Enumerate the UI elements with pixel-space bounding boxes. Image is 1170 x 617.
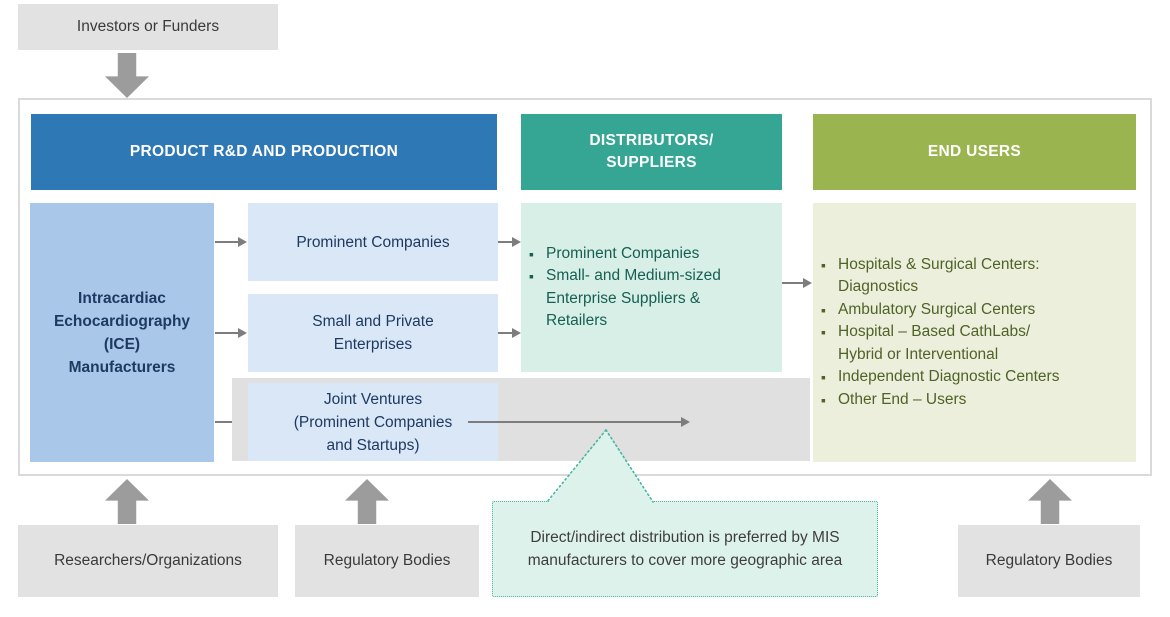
callout-box: Direct/indirect distribution is preferre…	[492, 501, 878, 597]
arrow-prominent-to-distributors-icon	[498, 236, 521, 248]
end-users-item: Independent Diagnostic Centers	[813, 366, 1136, 389]
joint-ventures-label: Joint Ventures (Prominent Companies and …	[293, 390, 453, 454]
researchers-organizations-box: Researchers/Organizations	[18, 525, 278, 597]
end-users-item: Hospital – Based CathLabs/ Hybrid or Int…	[813, 321, 1136, 366]
researchers-organizations-label: Researchers/Organizations	[54, 552, 242, 569]
prominent-companies-label: Prominent Companies	[296, 233, 450, 251]
header-distributors-label: DISTRIBUTORS/ SUPPLIERS	[589, 132, 714, 171]
distributors-item: Prominent Companies	[521, 243, 782, 266]
distributors-panel: Prominent Companies Small- and Medium-si…	[521, 203, 782, 372]
prominent-companies-box: Prominent Companies	[248, 203, 498, 281]
header-production-label: PRODUCT R&D AND PRODUCTION	[129, 143, 399, 160]
investors-box: Investors or Funders	[18, 4, 278, 50]
callout-text: Direct/indirect distribution is preferre…	[527, 529, 843, 569]
arrow-small-private-to-distributors-icon	[498, 327, 521, 339]
regulatory-bodies-left-label: Regulatory Bodies	[323, 552, 451, 569]
callout-pointer-icon	[546, 429, 654, 505]
regulatory-bodies-right-box: Regulatory Bodies	[958, 525, 1140, 597]
end-users-item: Hospitals & Surgical Centers: Diagnostic…	[813, 254, 1136, 299]
header-end-users-label: END USERS	[927, 143, 1022, 160]
end-users-item: Other End – Users	[813, 389, 1136, 412]
arrow-manufacturers-to-prominent-icon	[215, 236, 247, 248]
distributors-list: Prominent Companies Small- and Medium-si…	[521, 243, 782, 333]
arrow-up-regulatory-left-icon	[345, 479, 389, 524]
header-end-users: END USERS	[813, 114, 1136, 190]
arrow-joint-ventures-long-icon	[468, 416, 690, 428]
arrow-up-regulatory-right-icon	[1028, 479, 1072, 524]
manufacturers-box: Intracardiac Echocardiography (ICE) Manu…	[30, 203, 214, 462]
regulatory-bodies-left-box: Regulatory Bodies	[295, 525, 479, 597]
arrow-distributors-to-end-users-icon	[782, 277, 812, 289]
arrow-manufacturers-to-small-private-icon	[215, 327, 247, 339]
investors-label: Investors or Funders	[76, 18, 220, 35]
distributors-item: Small- and Medium-sized Enterprise Suppl…	[521, 265, 782, 333]
arrow-down-investors-icon	[105, 53, 149, 98]
joint-ventures-box: Joint Ventures (Prominent Companies and …	[248, 383, 498, 461]
regulatory-bodies-right-label: Regulatory Bodies	[985, 552, 1113, 569]
small-private-enterprises-label: Small and Private Enterprises	[312, 313, 434, 353]
end-users-panel: Hospitals & Surgical Centers: Diagnostic…	[813, 203, 1136, 462]
manufacturers-label: Intracardiac Echocardiography (ICE) Manu…	[53, 289, 191, 376]
header-distributors-suppliers: DISTRIBUTORS/ SUPPLIERS	[521, 114, 782, 190]
arrow-up-researchers-icon	[105, 479, 149, 524]
end-users-item: Ambulatory Surgical Centers	[813, 299, 1136, 322]
small-private-enterprises-box: Small and Private Enterprises	[248, 294, 498, 372]
end-users-list: Hospitals & Surgical Centers: Diagnostic…	[813, 254, 1136, 412]
header-product-rd-production: PRODUCT R&D AND PRODUCTION	[31, 114, 497, 190]
